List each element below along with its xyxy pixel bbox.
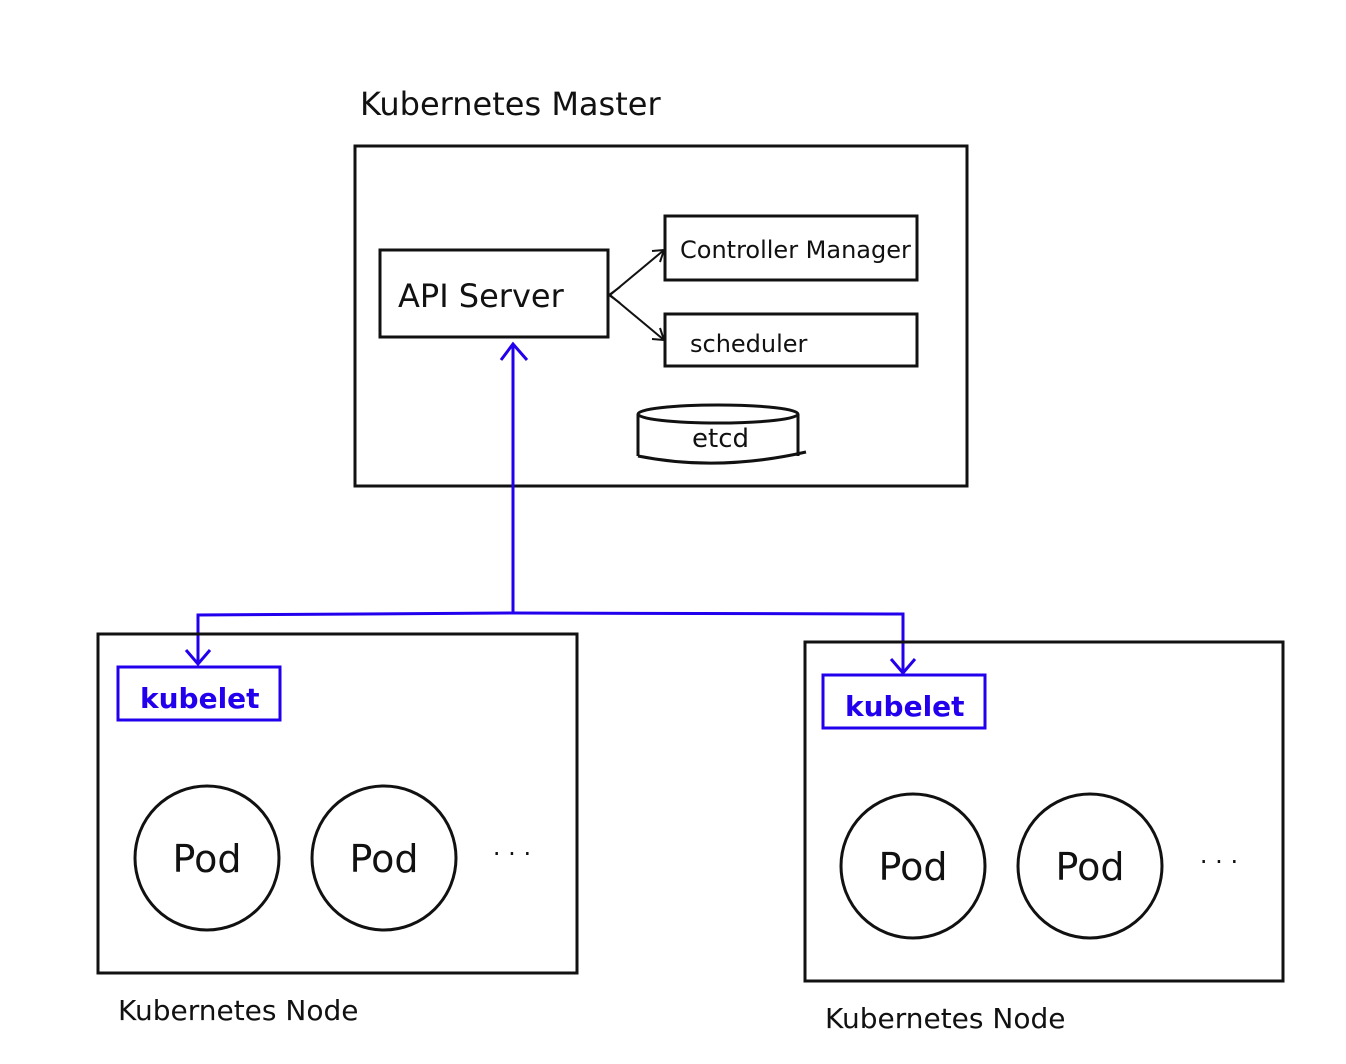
pod-circle-2-1 xyxy=(839,792,987,940)
api-kubelet-connections xyxy=(184,341,917,676)
controller-manager-label: Controller Manager xyxy=(680,236,911,264)
master-box xyxy=(353,144,969,488)
kubelet-label-1: kubelet xyxy=(140,682,260,715)
kubelet-box-2 xyxy=(821,673,987,730)
node-box-2 xyxy=(803,640,1285,983)
api-server-box xyxy=(378,248,610,339)
etcd-cylinder xyxy=(636,403,807,465)
kubelet-label-2: kubelet xyxy=(845,690,965,723)
node-title-1: Kubernetes Node xyxy=(118,994,358,1027)
node-box-1 xyxy=(96,632,579,975)
api-server-label: API Server xyxy=(398,277,565,315)
pod-circle-1-2 xyxy=(310,784,458,932)
etcd-label: etcd xyxy=(692,424,749,454)
kubelet-box-1 xyxy=(116,665,282,722)
pod-label-1-1: Pod xyxy=(173,837,242,881)
more-pods-ellipsis-2: · · · xyxy=(1200,848,1238,876)
pod-circle-2-2 xyxy=(1016,792,1164,940)
pod-label-1-2: Pod xyxy=(350,837,419,881)
pod-circle-1-1 xyxy=(133,784,281,932)
more-pods-ellipsis-1: · · · xyxy=(493,840,531,868)
scheduler-label: scheduler xyxy=(690,330,808,358)
controller-manager-box xyxy=(663,214,919,282)
pod-label-2-2: Pod xyxy=(1056,845,1125,889)
node-title-2: Kubernetes Node xyxy=(825,1002,1065,1035)
master-title: Kubernetes Master xyxy=(360,85,661,123)
pod-label-2-1: Pod xyxy=(879,845,948,889)
api-to-components-arrows xyxy=(607,248,666,342)
